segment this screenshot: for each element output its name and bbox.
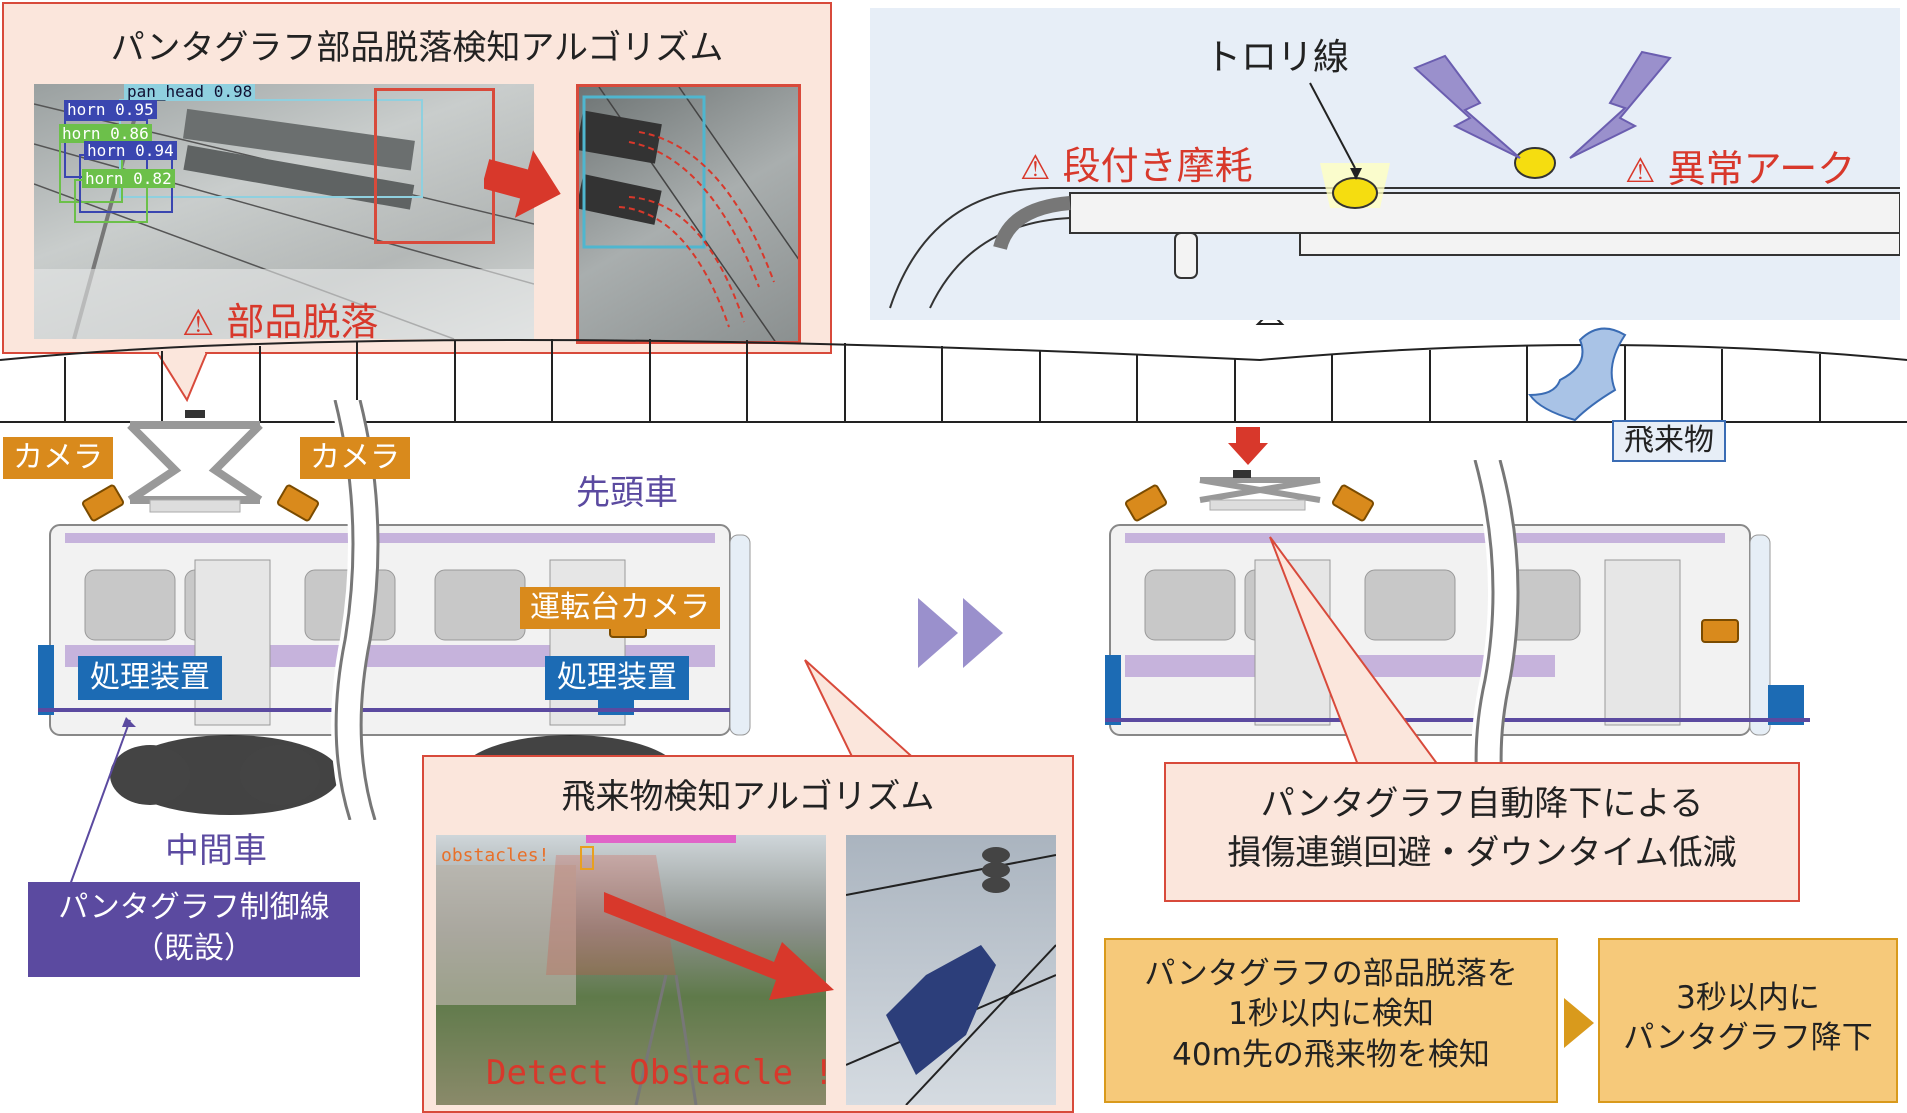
camera-tag-left: カメラ <box>3 437 113 479</box>
obstacle-tag: obstacles! <box>441 845 550 866</box>
control-line-box: パンタグラフ制御線 （既設） <box>28 882 360 977</box>
track-photo-lines <box>436 835 736 1105</box>
flying-object-text: 飛来物 <box>1624 423 1714 458</box>
summary-box-detect: パンタグラフの部品脱落を 1秒以内に検知 40m先の飛来物を検知 <box>1104 938 1558 1103</box>
abnormal-arc-text: 異常アーク <box>1667 147 1856 191</box>
label-horn-2: horn 0.86 <box>59 124 152 143</box>
tarp-photo-drawing <box>846 847 1056 1105</box>
label-horn-3: horn 0.94 <box>84 141 177 160</box>
trolley-label: トロリ線 <box>1205 37 1350 78</box>
label-pan-head: pan_head 0.98 <box>124 84 256 101</box>
result-text-1: パンタグラフ自動降下による <box>1260 784 1704 824</box>
summary-detect-1: パンタグラフの部品脱落を <box>1144 956 1518 992</box>
control-line-pointer <box>69 717 136 886</box>
abnormal-arc-label: ⚠ 異常アーク <box>1625 138 1855 193</box>
summary-lower-2: パンタグラフ降下 <box>1623 1020 1873 1057</box>
right-train <box>1105 460 1810 850</box>
step-wear-label: ⚠ 段付き摩耗 <box>1020 135 1253 190</box>
summary-arrow <box>1564 998 1594 1048</box>
panel-pointer <box>157 352 209 402</box>
tarp-photo <box>846 835 1056 1105</box>
result-text-2: 損傷連鎖回避・ダウンタイム低減 <box>1227 833 1737 874</box>
pantograph-photo-lines <box>34 84 534 339</box>
processor-tag-left: 処理装置 <box>78 656 222 700</box>
processor-tag-right: 処理装置 <box>545 656 689 700</box>
zoom-arrow <box>484 150 561 218</box>
zoomed-photo <box>576 84 801 344</box>
zoomed-photo-lines <box>579 87 798 341</box>
camera-tag-right: カメラ <box>300 437 410 479</box>
part-detect-panel: パンタグラフ部品脱落検知アルゴリズム pan_head 0.98 horn 0.… <box>2 2 832 354</box>
part-warning: ⚠ 部品脱落 <box>182 291 378 346</box>
warning-icon: ⚠ <box>1020 148 1051 188</box>
part-detect-title: パンタグラフ部品脱落検知アルゴリズム <box>110 28 724 68</box>
obstacle-title: 飛来物検知アルゴリズム <box>561 777 935 817</box>
forward-arrows <box>918 598 1003 668</box>
step-wear-text: 段付き摩耗 <box>1062 144 1253 188</box>
part-warning-text: 部品脱落 <box>226 300 379 344</box>
summary-lower-1: 3秒以内に <box>1676 980 1820 1016</box>
catenary <box>0 320 1907 423</box>
pantograph-photo: pan_head 0.98 horn 0.95 horn 0.86 horn 0… <box>34 84 534 339</box>
flying-object-tag: 飛来物 <box>1612 420 1726 462</box>
track-photo: obstacles! Detect Obstacle ! <box>436 835 826 1105</box>
detect-obstacle-text: Detect Obstacle ! <box>486 1053 826 1093</box>
down-arrow-icon <box>1228 427 1268 465</box>
label-horn-1: horn 0.95 <box>64 100 157 119</box>
wire-detail-drawing <box>889 50 1900 309</box>
obstacle-arrow <box>604 892 834 1000</box>
middle-car-label: 中間車 <box>165 831 267 871</box>
result-callout: パンタグラフ自動降下による 損傷連鎖回避・ダウンタイム低減 <box>1164 762 1800 902</box>
label-horn-4: horn 0.82 <box>82 169 175 188</box>
summary-detect-2: 1秒以内に検知 <box>1228 996 1434 1033</box>
summary-detect-3: 40m先の飛来物を検知 <box>1172 1036 1490 1073</box>
control-line-text-1: パンタグラフ制御線 <box>58 890 330 925</box>
obstacle-panel: 飛来物検知アルゴリズム obstacles! Detect Obstacle ! <box>422 755 1074 1113</box>
warning-icon: ⚠ <box>1625 151 1656 191</box>
control-line-text-2: （既設） <box>134 930 254 966</box>
summary-box-lower: 3秒以内に パンタグラフ降下 <box>1598 938 1898 1103</box>
zoom-region <box>374 88 495 244</box>
result-pointer <box>1269 536 1440 766</box>
warning-icon: ⚠ <box>182 303 215 344</box>
lead-car-label: 先頭車 <box>576 473 678 513</box>
cab-camera-tag: 運転台カメラ <box>520 587 720 629</box>
